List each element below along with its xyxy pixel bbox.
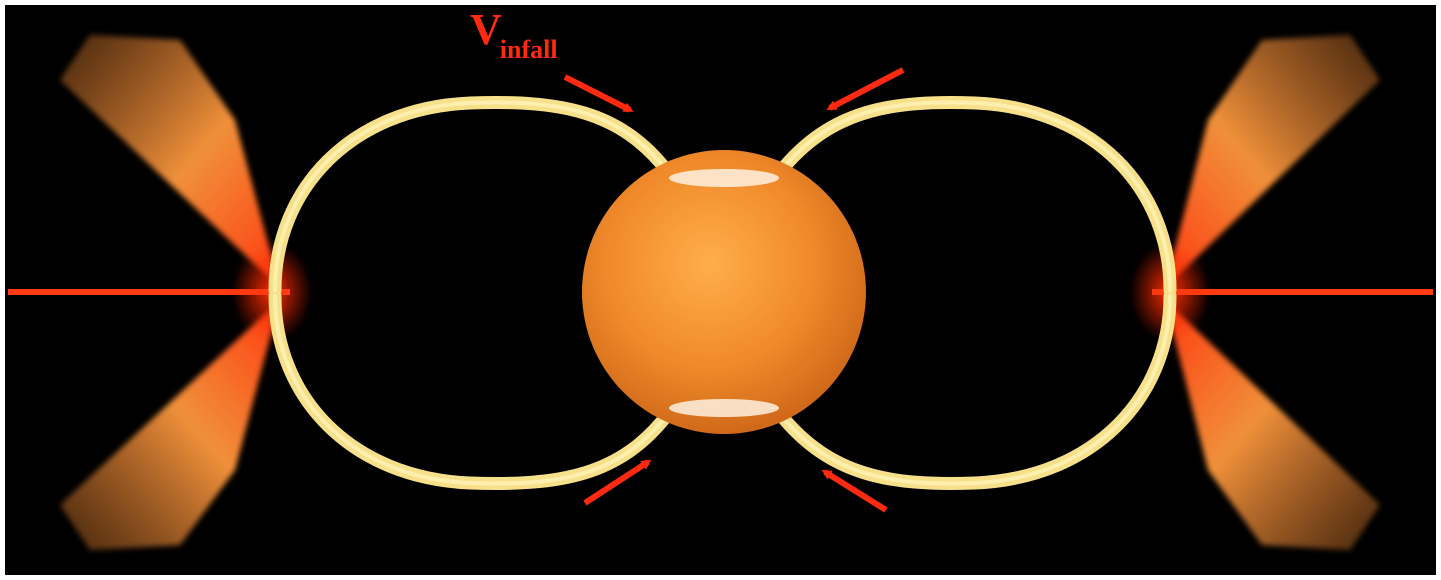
velocity-symbol: V (470, 5, 502, 54)
velocity-subscript: infall (500, 35, 558, 64)
hot-spot-upper (669, 169, 779, 187)
infall-velocity-label: Vinfall (470, 4, 558, 55)
central-star (582, 150, 866, 434)
hot-spot-lower (669, 399, 779, 417)
